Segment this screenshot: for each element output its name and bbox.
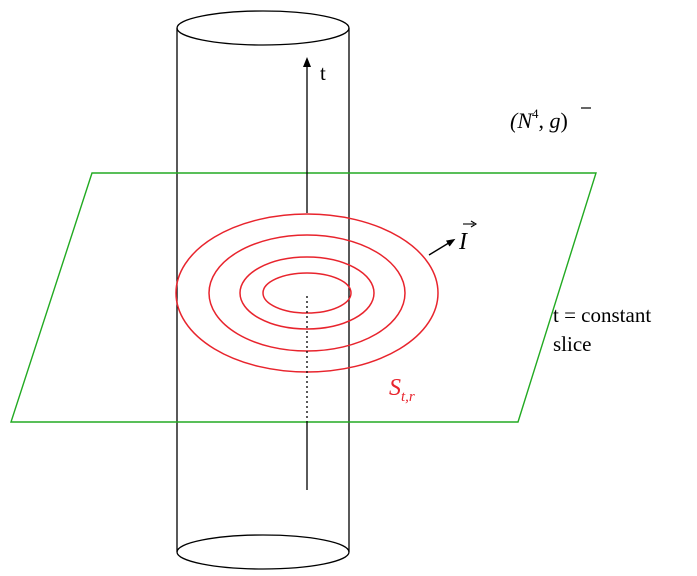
manifold-label-open: (N: [510, 108, 533, 133]
manifold-label-close: ): [561, 108, 568, 133]
manifold-label-sup: 4: [532, 106, 539, 121]
nested-surfaces: [175, 213, 439, 373]
surface-ring-3: [208, 234, 406, 352]
surface-label-base: S: [389, 375, 401, 401]
normal-vector-label: I: [458, 229, 468, 255]
cylinder: [176, 10, 350, 570]
surface-label-sub: t,r: [401, 389, 415, 405]
slice-label-line-2: slice: [553, 332, 591, 356]
surface-ring-2: [239, 256, 375, 330]
surface-label: St,r: [389, 375, 415, 405]
slice-label-line-1: t = constant: [553, 303, 651, 327]
manifold-label-sep: ,: [539, 108, 550, 133]
normal-vector-arrow: [428, 238, 456, 256]
manifold-label-metric: g: [550, 108, 561, 133]
normal-vector-overarrow: [463, 220, 478, 228]
time-axis-label: t: [320, 61, 326, 85]
constant-time-slice-plane: [10, 172, 597, 423]
surface-ring-4: [175, 213, 439, 373]
svg-text:(N4, g): (N4, g): [510, 106, 568, 133]
manifold-label: (N4, g): [510, 106, 591, 133]
cylinder-bottom-ellipse: [176, 534, 350, 570]
cylinder-top-ellipse: [176, 10, 350, 46]
